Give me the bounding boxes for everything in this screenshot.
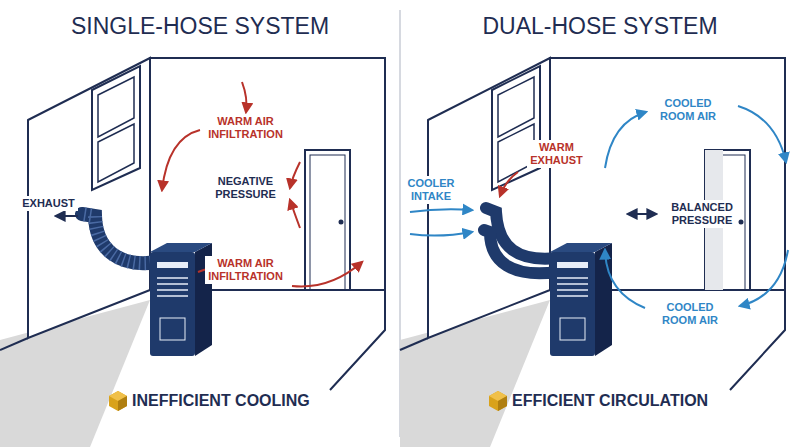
flow-label: COOLER INTAKE	[404, 176, 458, 204]
summary-caption: EFFICIENT CIRCULATION	[512, 391, 772, 410]
panel-title: DUAL-HOSE SYSTEM	[410, 13, 790, 41]
flow-label: BALANCED PRESSURE	[668, 200, 736, 228]
flow-label: WARM AIR INFILTRATION	[205, 114, 286, 142]
flow-label: EXHAUST	[19, 196, 78, 211]
flow-label: WARM AIR INFILTRATION	[205, 256, 286, 284]
flow-label: WARM EXHAUST	[527, 140, 586, 168]
flow-label: COOLED ROOM AIR	[659, 300, 721, 328]
panel-title: SINGLE-HOSE SYSTEM	[10, 13, 390, 41]
flow-label: NEGATIVE PRESSURE	[212, 174, 279, 202]
flow-label: COOLED ROOM AIR	[657, 96, 719, 124]
summary-caption: INEFFICIENT COOLING	[132, 391, 372, 410]
